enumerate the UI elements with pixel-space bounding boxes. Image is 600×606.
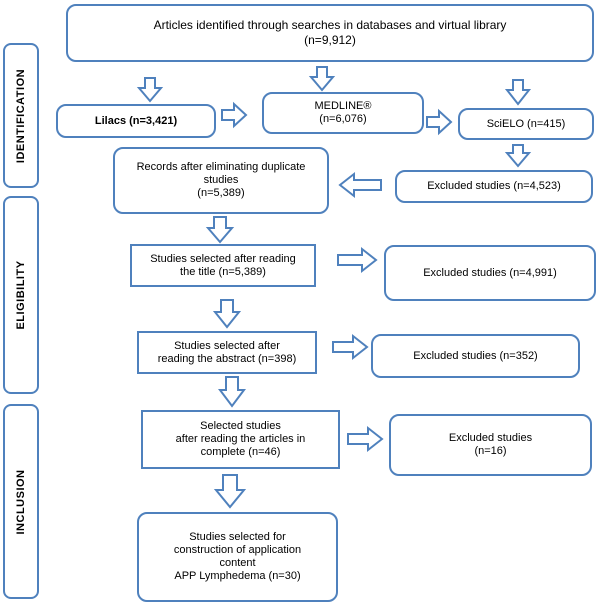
box-final-selected-text: Studies selected for construction of app… bbox=[173, 531, 302, 582]
arrow-down-to-scielo bbox=[504, 79, 532, 106]
arrow-right-articles-to-excluded bbox=[347, 425, 384, 453]
box-scielo: SciELO (n=415) bbox=[458, 108, 594, 140]
box-excluded-abstract-text: Excluded studies (n=352) bbox=[413, 349, 538, 362]
box-excluded-title: Excluded studies (n=4,991) bbox=[384, 245, 596, 301]
box-final-selected: Studies selected for construction of app… bbox=[137, 512, 338, 602]
arrow-down-scielo-to-excluded bbox=[504, 144, 532, 168]
arrow-down-to-final bbox=[213, 474, 247, 509]
box-medline-text: MEDLINE® (n=6,076) bbox=[314, 100, 372, 125]
box-lilacs-text: Lilacs (n=3,421) bbox=[94, 114, 178, 127]
box-after-title-text: Studies selected after reading the title… bbox=[150, 252, 296, 278]
box-excluded-articles: Excluded studies (n=16) bbox=[389, 414, 592, 476]
arrow-down-to-articles bbox=[218, 376, 246, 408]
box-total-identified-text: Articles identified through searches in … bbox=[153, 18, 507, 47]
arrow-right-lilacs-to-medline bbox=[221, 101, 248, 129]
box-excluded-duplicates-text: Excluded studies (n=4,523) bbox=[427, 180, 561, 192]
arrow-right-abstract-to-excluded bbox=[332, 333, 369, 361]
box-after-articles: Selected studies after reading the artic… bbox=[141, 410, 340, 469]
box-scielo-text: SciELO (n=415) bbox=[486, 117, 566, 130]
box-medline: MEDLINE® (n=6,076) bbox=[262, 92, 424, 134]
stage-eligibility: ELIGIBILITY bbox=[3, 196, 39, 394]
box-lilacs: Lilacs (n=3,421) bbox=[56, 104, 216, 138]
box-after-duplicates: Records after eliminating duplicate stud… bbox=[113, 147, 329, 214]
stage-identification: IDENTIFICATION bbox=[3, 43, 39, 188]
box-excluded-title-text: Excluded studies (n=4,991) bbox=[423, 266, 557, 279]
box-excluded-abstract: Excluded studies (n=352) bbox=[371, 334, 580, 378]
arrow-down-to-abstract bbox=[212, 299, 242, 329]
box-after-title: Studies selected after reading the title… bbox=[130, 244, 316, 287]
box-after-articles-text: Selected studies after reading the artic… bbox=[175, 420, 306, 458]
box-total-identified: Articles identified through searches in … bbox=[66, 4, 594, 62]
arrow-down-to-medline bbox=[308, 66, 336, 92]
arrow-down-to-title bbox=[205, 216, 235, 244]
box-after-duplicates-text: Records after eliminating duplicate stud… bbox=[136, 161, 306, 199]
box-after-abstract: Studies selected after reading the abstr… bbox=[137, 331, 317, 374]
arrow-left-excluded-to-records bbox=[338, 171, 382, 199]
arrow-right-title-to-excluded bbox=[337, 246, 378, 274]
box-excluded-duplicates: Excluded studies (n=4,523) bbox=[395, 170, 593, 203]
arrow-right-medline-to-scielo bbox=[426, 108, 453, 136]
stage-inclusion: INCLUSION bbox=[3, 404, 39, 599]
box-excluded-articles-text: Excluded studies (n=16) bbox=[448, 432, 533, 457]
box-after-abstract-text: Studies selected after reading the abstr… bbox=[157, 339, 297, 365]
arrow-down-to-lilacs bbox=[136, 77, 164, 103]
